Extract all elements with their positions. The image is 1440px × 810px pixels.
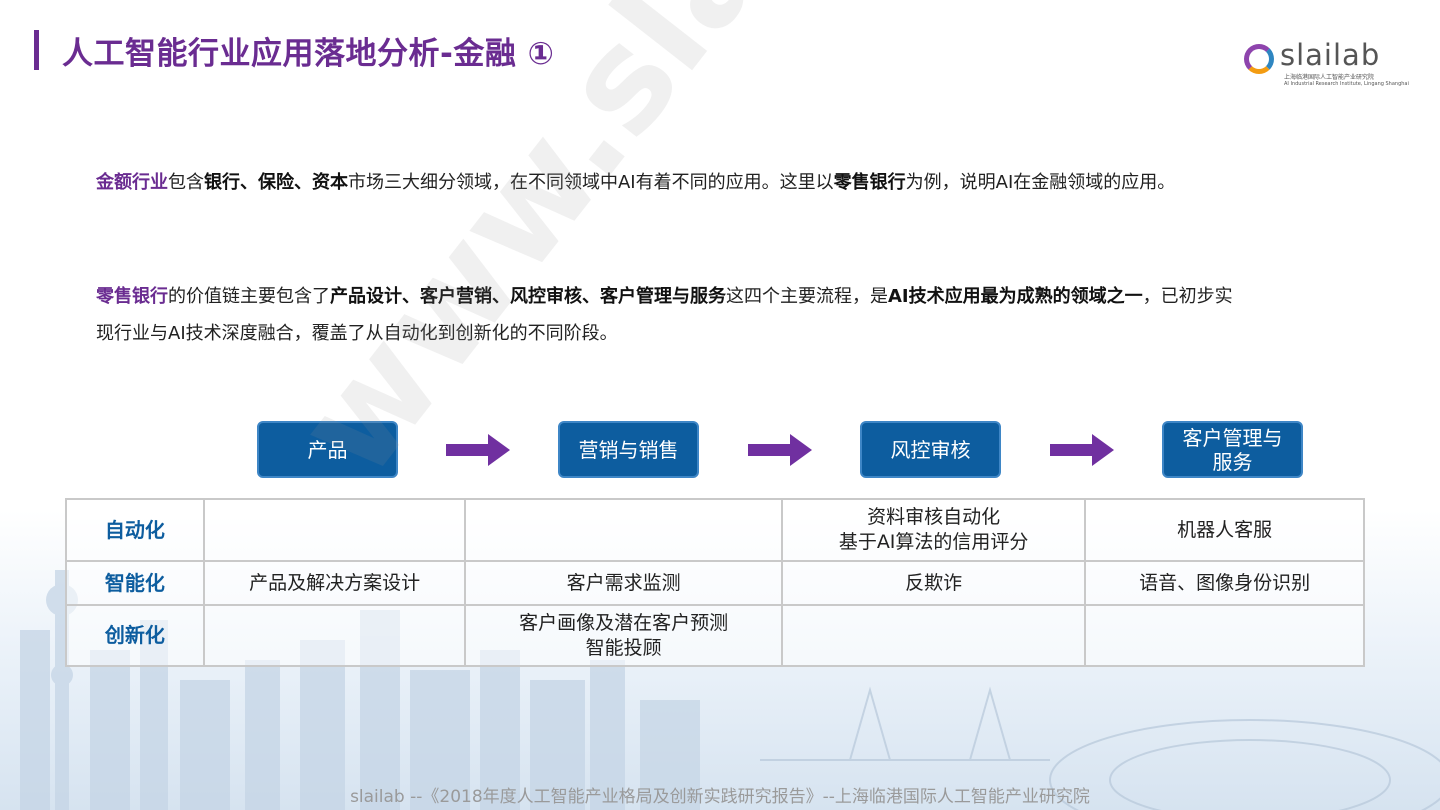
- matrix-cell: 机器人客服: [1084, 498, 1365, 562]
- cell-line: 语音、图像身份识别: [1139, 571, 1311, 594]
- arrow-right-icon: [748, 434, 812, 466]
- row-label-intelligent: 智能化: [65, 560, 205, 606]
- stage-marketing-sales: 营销与销售: [558, 421, 699, 478]
- text-span: 为例，说明AI在金融领域的应用。: [905, 172, 1176, 193]
- matrix-cell: 客户需求监测: [464, 560, 783, 606]
- cell-line: 客户需求监测: [566, 571, 681, 594]
- footer-source: slailab --《2018年度人工智能产业格局及创新实践研究报告》--上海临…: [350, 787, 1090, 807]
- slailab-logo: slailab 上海临港国际人工智能产业研究院 AI Industrial Re…: [1244, 38, 1409, 90]
- matrix-cell: 资料审核自动化 基于AI算法的信用评分: [780, 498, 1087, 562]
- logo-subtitle-en: AI Industrial Research Institute, Lingan…: [1284, 81, 1409, 87]
- cell-line: 机器人客服: [1177, 518, 1273, 541]
- bold-segments: 银行、保险、资本: [204, 172, 348, 193]
- cell-line: 反欺诈: [905, 571, 963, 594]
- matrix-cell: [780, 604, 1087, 667]
- table-row-innovation: 创新化 客户画像及潜在客户预测 智能投顾: [65, 604, 1365, 667]
- matrix-cell: 反欺诈: [780, 560, 1087, 606]
- ai-application-matrix: 自动化 资料审核自动化 基于AI算法的信用评分 机器人客服 智能化 产品及解决方…: [65, 498, 1365, 667]
- text-span: 市场三大细分领域，在不同领域中AI有着不同的应用。这里以: [348, 172, 834, 193]
- highlight-retail-banking: 零售银行: [96, 286, 168, 307]
- text-span: 的价值链主要包含了: [168, 286, 330, 307]
- city-skyline-background: [20, 570, 1440, 810]
- matrix-cell: [1084, 604, 1365, 667]
- bold-retail-banking: 零售银行: [833, 172, 906, 193]
- intro-paragraph: 金额行业包含银行、保险、资本市场三大细分领域，在不同领域中AI有着不同的应用。这…: [96, 164, 1246, 201]
- logo-brand: slailab: [1280, 38, 1381, 72]
- logo-subtitle-cn: 上海临港国际人工智能产业研究院: [1284, 74, 1375, 81]
- arrow-right-icon: [1050, 434, 1114, 466]
- bold-processes: 产品设计、客户营销、风控审核、客户管理与服务: [330, 286, 726, 307]
- text-span: 包含: [168, 172, 204, 193]
- text-span: 这四个主要流程，是: [726, 286, 888, 307]
- matrix-cell: 产品及解决方案设计: [202, 560, 467, 606]
- stage-product: 产品: [257, 421, 398, 478]
- cell-line: 产品及解决方案设计: [249, 571, 421, 594]
- cell-line: 基于AI算法的信用评分: [838, 531, 1029, 553]
- arrow-right-icon: [446, 434, 510, 466]
- value-chain-paragraph: 零售银行的价值链主要包含了产品设计、客户营销、风控审核、客户管理与服务这四个主要…: [96, 278, 1246, 352]
- row-label-automation: 自动化: [65, 498, 205, 562]
- table-row-intelligent: 智能化 产品及解决方案设计 客户需求监测 反欺诈 语音、图像身份识别: [65, 560, 1365, 606]
- title-accent-bar: [34, 30, 39, 70]
- matrix-cell: [202, 604, 467, 667]
- matrix-cell: 语音、图像身份识别: [1084, 560, 1365, 606]
- matrix-cell: 客户画像及潜在客户预测 智能投顾: [464, 604, 783, 667]
- table-row-automation: 自动化 资料审核自动化 基于AI算法的信用评分 机器人客服: [65, 498, 1365, 562]
- highlight-finance-industry: 金额行业: [96, 172, 168, 193]
- row-label-innovation: 创新化: [65, 604, 205, 667]
- stage-customer-management: 客户管理与 服务: [1162, 421, 1303, 478]
- stage-risk-control: 风控审核: [860, 421, 1001, 478]
- bold-mature-field: AI技术应用最为成熟的领域之一: [888, 286, 1143, 307]
- matrix-cell: [464, 498, 783, 562]
- cell-line: 资料审核自动化: [867, 506, 1001, 528]
- matrix-cell: [202, 498, 467, 562]
- stage-label-line: 客户管理与: [1182, 425, 1283, 450]
- text-span: ，已初步实现行业与AI技术深度融合，覆盖了从自动化到创新化的不同阶段。: [96, 286, 1233, 344]
- cell-line: 客户画像及潜在客户预测: [519, 611, 729, 634]
- logo-mark-icon: [1244, 44, 1274, 74]
- cell-line: 智能投顾: [585, 636, 662, 659]
- stage-label-line: 服务: [1212, 449, 1253, 474]
- page-title: 人工智能行业应用落地分析-金融 ①: [62, 36, 555, 72]
